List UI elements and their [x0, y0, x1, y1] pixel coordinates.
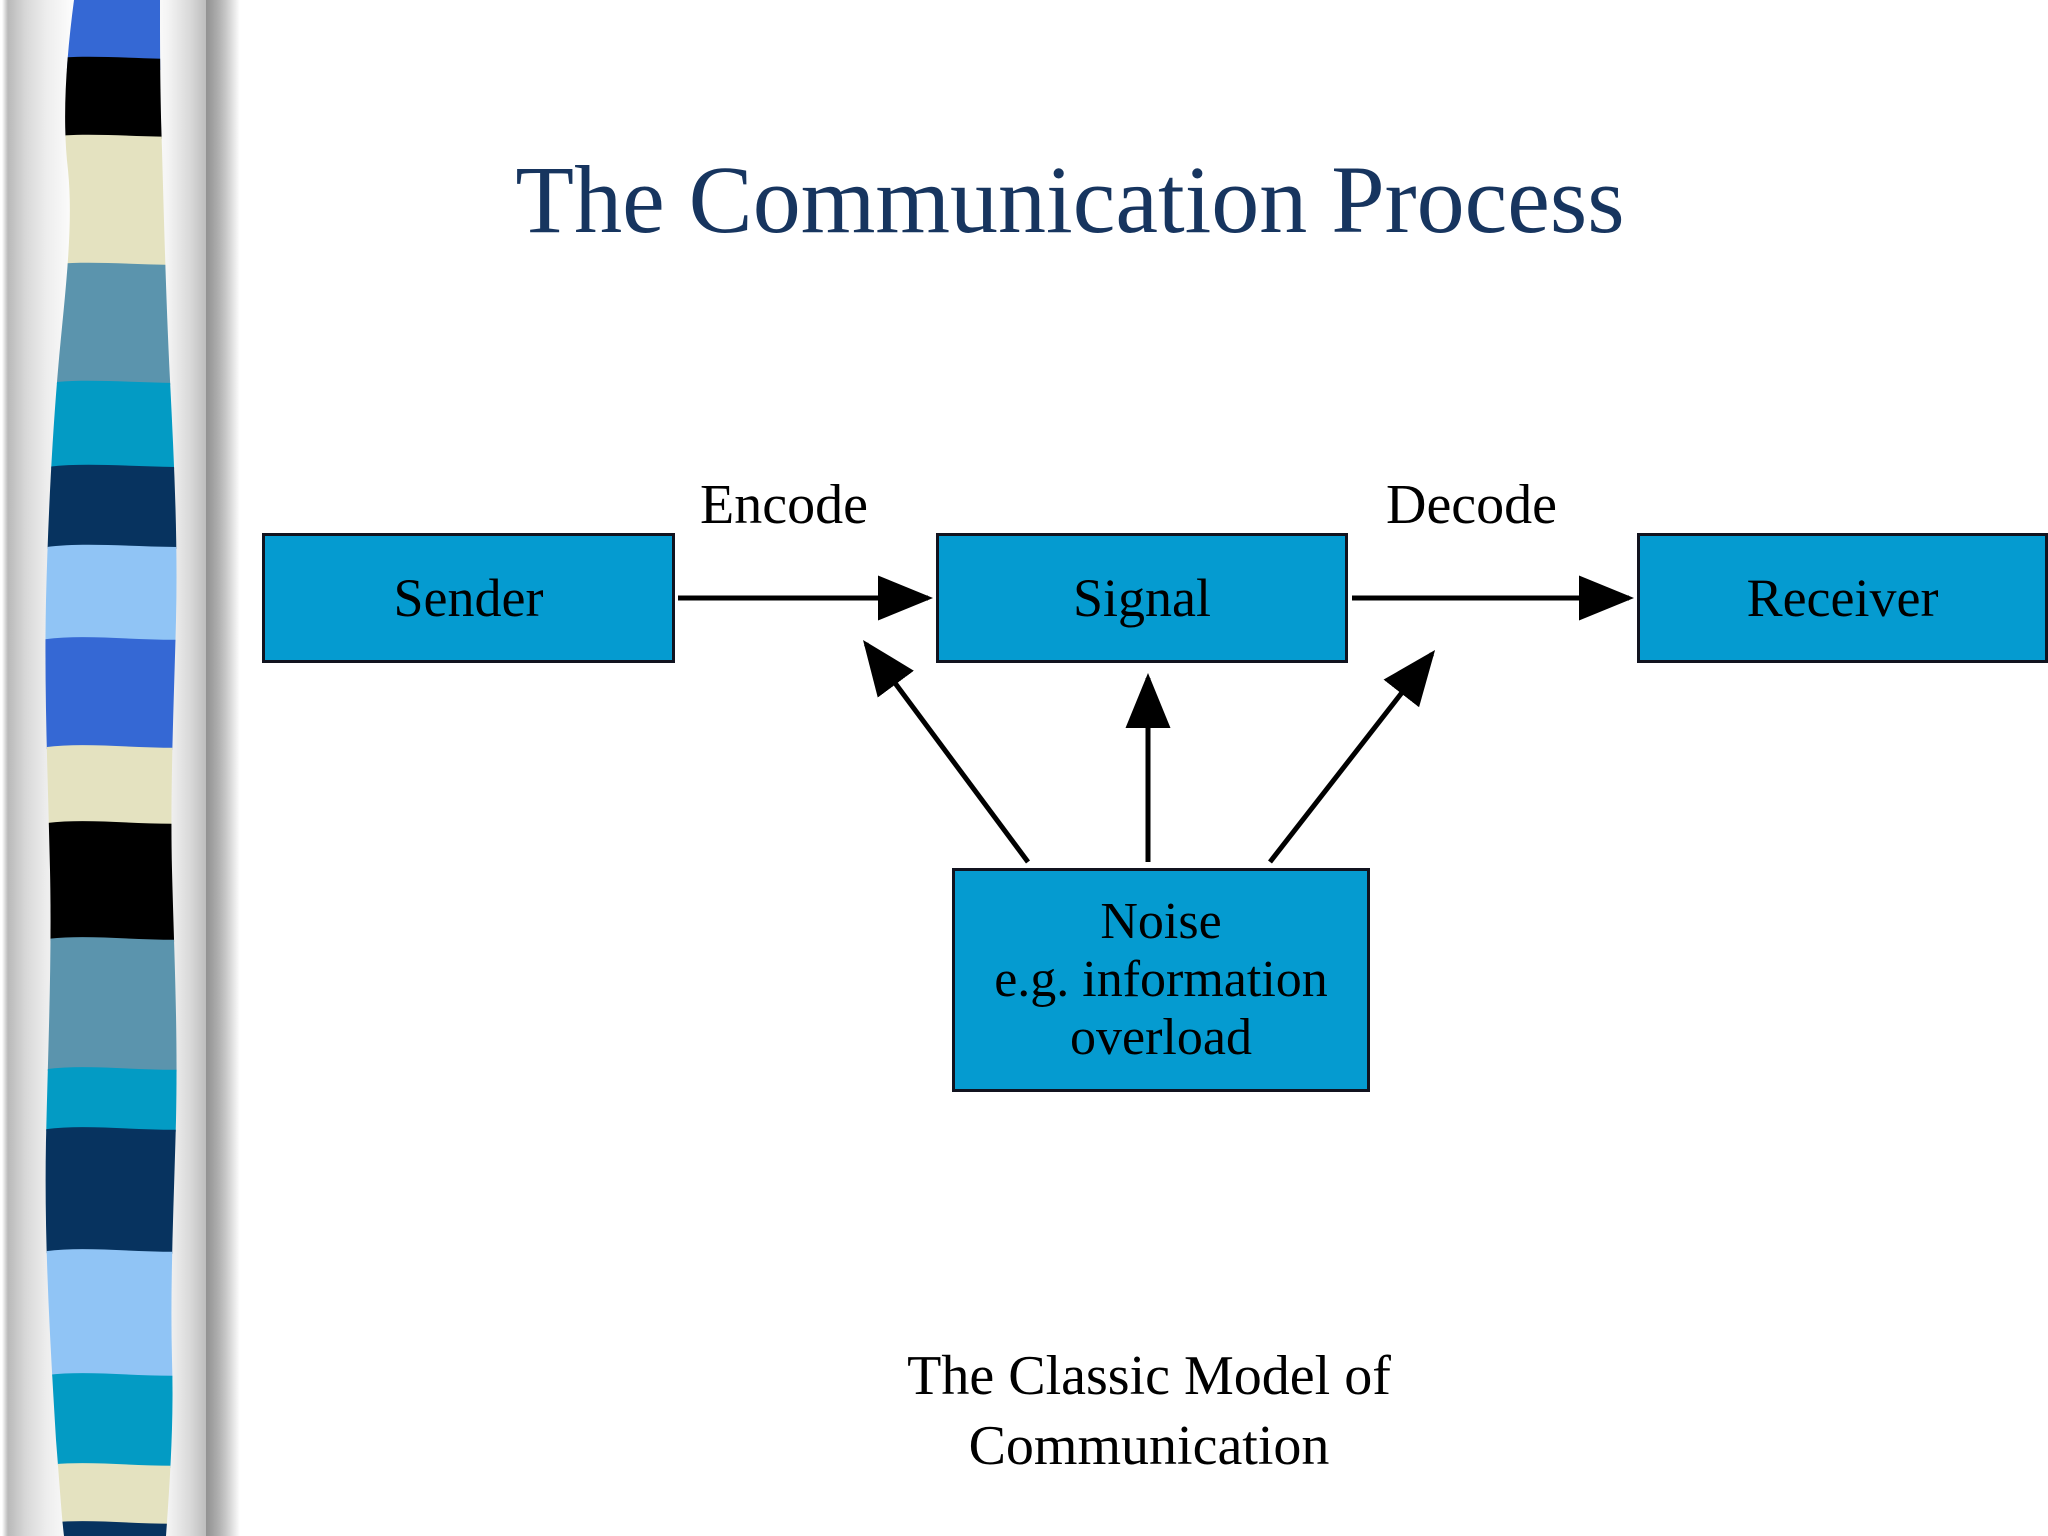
node-noise[interactable]: Noise e.g. information overload [952, 868, 1370, 1092]
page-title: The Communication Process [515, 146, 1625, 253]
node-sender-label: Sender [393, 567, 544, 628]
node-sender[interactable]: Sender [262, 533, 675, 663]
edge-label-decode: Decode [1386, 474, 1558, 536]
node-noise-label-line1: Noise [1100, 892, 1222, 950]
slide-caption: The Classic Model of Communication [624, 1341, 1674, 1481]
node-receiver-label: Receiver [1746, 567, 1939, 628]
caption-line-1: The Classic Model of [907, 1345, 1391, 1407]
arrow-noise-to-decode-channel [1268, 650, 1436, 864]
arrow-noise-to-encode-channel [863, 639, 1031, 864]
multicolor-ribbon-graphic [45, 0, 177, 1536]
caption-line-2: Communication [968, 1415, 1330, 1477]
edge-label-encode: Encode [700, 474, 868, 536]
node-signal[interactable]: Signal [936, 533, 1348, 663]
node-receiver[interactable]: Receiver [1637, 533, 2048, 663]
node-noise-label-line3: overload [1070, 1009, 1252, 1067]
node-signal-label: Signal [1072, 567, 1211, 628]
band-shadow [206, 0, 240, 1536]
node-noise-label-line2: e.g. information [994, 950, 1328, 1008]
